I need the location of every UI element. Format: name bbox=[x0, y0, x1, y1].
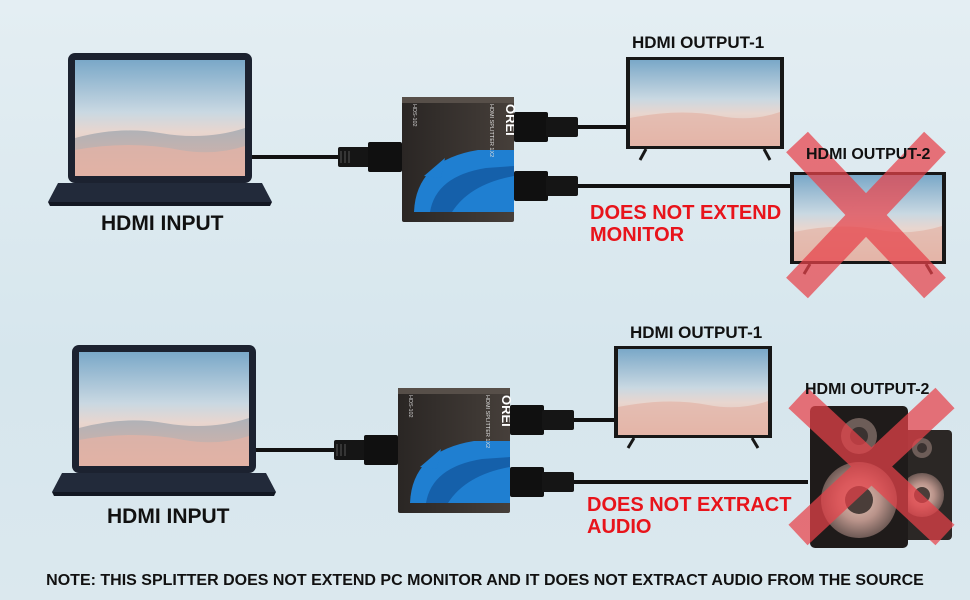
top-output2-label: HDMI OUTPUT-2 bbox=[806, 146, 930, 164]
bottom-splitter-code: HDS-102 bbox=[407, 395, 413, 418]
bottom-warning-line2: AUDIO bbox=[587, 516, 791, 538]
bottom-input-cable bbox=[256, 435, 398, 465]
top-splitter-box: OREI HDMI SPLITTER 1X2 HDS-102 bbox=[402, 97, 518, 222]
top-warning-line2: MONITOR bbox=[590, 224, 781, 246]
bottom-warning-line1: DOES NOT EXTRACT bbox=[587, 494, 791, 516]
top-output1-label: HDMI OUTPUT-1 bbox=[632, 33, 764, 53]
bottom-laptop bbox=[52, 345, 276, 496]
bottom-splitter-model: HDMI SPLITTER 1X2 bbox=[484, 395, 490, 448]
top-input-cable bbox=[252, 142, 402, 172]
top-warning-line1: DOES NOT EXTEND bbox=[590, 202, 781, 224]
top-splitter-code: HDS-102 bbox=[411, 104, 417, 127]
bottom-output2-label: HDMI OUTPUT-2 bbox=[805, 381, 929, 399]
bottom-output2-cable bbox=[510, 467, 808, 497]
top-warning: DOES NOT EXTEND MONITOR bbox=[590, 202, 781, 247]
bottom-tv-output1 bbox=[614, 346, 772, 448]
top-tv-output1 bbox=[626, 57, 784, 160]
bottom-warning: DOES NOT EXTRACT AUDIO bbox=[587, 494, 791, 539]
top-output2-cable bbox=[514, 171, 790, 201]
bottom-output1-label: HDMI OUTPUT-1 bbox=[630, 323, 762, 343]
top-splitter-model: HDMI SPLITTER 1X2 bbox=[488, 104, 494, 157]
bottom-splitter-box: OREI HDMI SPLITTER 1X2 HDS-102 bbox=[398, 388, 514, 513]
bottom-input-label: HDMI INPUT bbox=[107, 505, 230, 529]
bottom-output1-cable bbox=[510, 405, 616, 435]
footer-note: NOTE: THIS SPLITTER DOES NOT EXTEND PC M… bbox=[0, 572, 970, 590]
top-output1-cable bbox=[514, 112, 628, 142]
top-input-label: HDMI INPUT bbox=[101, 212, 224, 236]
top-laptop bbox=[48, 53, 272, 206]
